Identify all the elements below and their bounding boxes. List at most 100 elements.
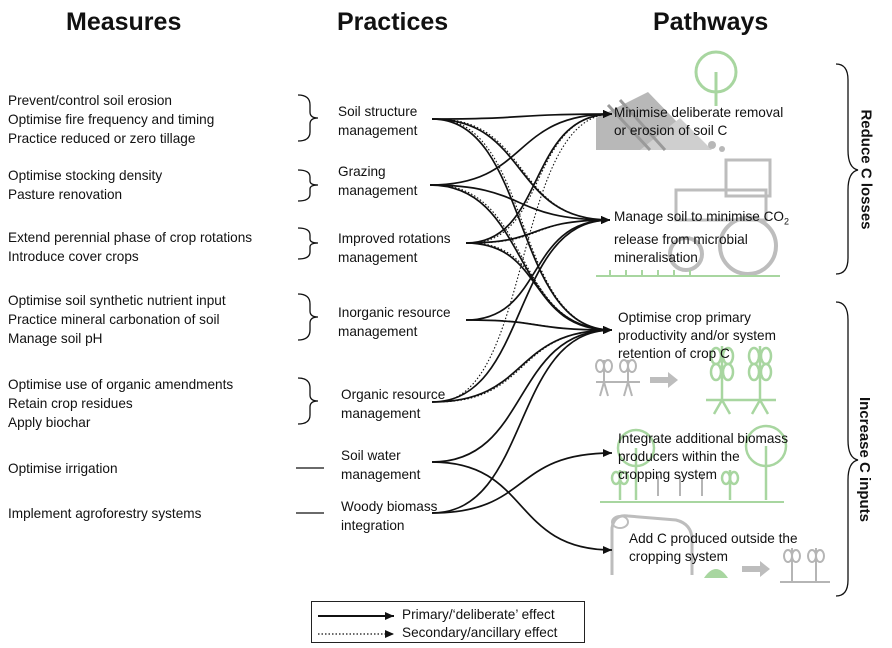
co2-subscript: 2 — [783, 216, 789, 227]
primary-effect-arrow — [465, 216, 611, 321]
pathway-label-line: mineralisation — [614, 249, 698, 265]
primary-effect-arrow — [431, 326, 613, 514]
pathway-label-line: Add C produced outside the — [629, 531, 798, 546]
practice-label-line: integration — [341, 518, 405, 533]
practice-rotations: Improved rotations management — [338, 229, 478, 267]
pathway-label-text: Manage soil to minimise CO — [614, 209, 784, 224]
measure-group-inorganic: Optimise soil synthetic nutrient input P… — [8, 291, 226, 348]
header-pathways: Pathways — [653, 8, 769, 36]
practice-label-line: Soil structure — [338, 104, 418, 119]
practice-label-line: management — [338, 183, 418, 198]
practice-label-line: Organic resource — [341, 387, 446, 402]
primary-effect-arrow — [431, 118, 613, 334]
erosion-icon — [596, 50, 738, 152]
measure-group-agroforestry: Implement agroforestry systems — [8, 504, 201, 523]
practice-label-line: Grazing — [338, 164, 386, 179]
practice-label-line: Soil water — [341, 448, 401, 463]
pathway-label-line: Integrate additional biomass — [618, 431, 789, 446]
practice-label-line: management — [341, 467, 421, 482]
measure-item: Implement agroforestry systems — [8, 506, 202, 521]
pathway-crop-productivity: Optimise crop primary productivity and/o… — [618, 309, 776, 363]
practice-label-line: Improved rotations — [338, 231, 451, 246]
measure-item: Optimise soil synthetic nutrient input — [8, 293, 226, 308]
pathway-label-line: cropping system — [618, 467, 717, 482]
measure-item: Introduce cover crops — [8, 249, 139, 264]
pathway-label-line: producers within the — [618, 449, 740, 464]
primary-effect-arrow — [431, 461, 613, 554]
primary-effect-arrow — [431, 118, 611, 224]
secondary-effect-arrow — [435, 110, 613, 403]
measure-group-rotations: Extend perennial phase of crop rotations… — [8, 228, 252, 266]
measure-item: Pasture renovation — [8, 187, 123, 202]
practice-organic: Organic resource management — [341, 385, 481, 423]
primary-effect-arrow — [465, 319, 613, 334]
practice-label-line: Inorganic resource — [338, 305, 451, 320]
practice-woody-biomass: Woody biomass integration — [341, 497, 481, 535]
practice-soil-structure: Soil structure management — [338, 102, 478, 140]
pathway-label-line: cropping system — [629, 549, 728, 564]
primary-links — [429, 110, 613, 554]
practice-label-line: management — [338, 324, 418, 339]
measure-item: Manage soil pH — [8, 331, 103, 346]
primary-effect-arrow — [431, 326, 613, 403]
practice-label-line: Woody biomass — [341, 499, 438, 514]
side-braces — [835, 63, 859, 597]
legend — [311, 601, 585, 643]
measure-group-soil-structure: Prevent/control soil erosion Optimise fi… — [8, 91, 214, 148]
brace-3 — [297, 227, 319, 260]
practice-label-line: management — [338, 123, 418, 138]
primary-effect-arrow — [465, 242, 613, 334]
pathway-minimise-co2: Manage soil to minimise CO2 release from… — [614, 208, 789, 267]
pathway-external-carbon: Add C produced outside the cropping syst… — [629, 530, 798, 566]
measure-item: Practice mineral carbonation of soil — [8, 312, 220, 327]
pathway-label-line: Minimise deliberate removal — [614, 105, 784, 120]
secondary-effect-arrow — [435, 118, 611, 224]
primary-effect-arrow — [431, 110, 613, 120]
primary-effect-arrow — [429, 184, 611, 224]
pathway-label-line: Manage soil to minimise CO2 — [614, 208, 789, 231]
measure-item: Prevent/control soil erosion — [8, 93, 172, 108]
pathway-minimise-removal: Minimise deliberate removal or erosion o… — [614, 104, 783, 140]
practice-label-line: management — [338, 250, 418, 265]
practice-soil-water: Soil water management — [341, 446, 481, 484]
pathway-label-line: release from microbial — [614, 231, 748, 247]
side-label-reduce-losses: Reduce C losses — [857, 109, 875, 230]
side-label-increase-inputs: Increase C inputs — [856, 396, 874, 523]
brace-2 — [297, 169, 319, 202]
pathway-label-line: Optimise crop primary — [618, 310, 751, 325]
legend-primary-label: Primary/‘deliberate’ effect — [402, 607, 555, 622]
pathway-biomass-producers: Integrate additional biomass producers w… — [618, 430, 788, 484]
brace-5 — [297, 377, 319, 425]
primary-effect-arrow — [431, 449, 613, 514]
practice-label-line: management — [341, 406, 421, 421]
header-practices: Practices — [337, 8, 449, 36]
legend-secondary-label: Secondary/ancillary effect — [402, 625, 558, 640]
measure-item: Apply biochar — [8, 415, 91, 430]
primary-effect-arrow — [431, 216, 611, 403]
pathway-label-line: retention of crop C — [618, 346, 730, 361]
external-carbon-icon — [610, 514, 830, 583]
tractor-icon — [596, 158, 780, 277]
crop-growth-icon — [595, 346, 776, 415]
measure-item: Optimise fire frequency and timing — [8, 112, 215, 127]
header-measures: Measures — [66, 8, 182, 36]
measure-item: Optimise use of organic amendments — [8, 377, 234, 392]
measure-item: Practice reduced or zero tillage — [8, 131, 196, 146]
measure-group-grazing: Optimise stocking density Pasture renova… — [8, 166, 162, 204]
secondary-effect-arrow — [469, 242, 613, 334]
measure-item: Optimise irrigation — [8, 461, 118, 476]
pathway-label-line: productivity and/or system — [618, 328, 776, 343]
measure-item: Retain crop residues — [8, 396, 133, 411]
practice-grazing: Grazing management — [338, 162, 478, 200]
brace-1 — [297, 94, 319, 142]
measure-group-organic: Optimise use of organic amendments Retai… — [8, 375, 233, 432]
brace-4 — [297, 293, 319, 341]
measure-item: Optimise stocking density — [8, 168, 163, 183]
primary-effect-arrow — [429, 110, 613, 186]
primary-effect-arrow — [465, 110, 613, 244]
pathway-label-line: or erosion of soil C — [614, 123, 728, 138]
primary-effect-arrow — [465, 216, 611, 244]
measure-brackets — [296, 94, 324, 514]
measure-item: Extend perennial phase of crop rotations — [8, 230, 253, 245]
